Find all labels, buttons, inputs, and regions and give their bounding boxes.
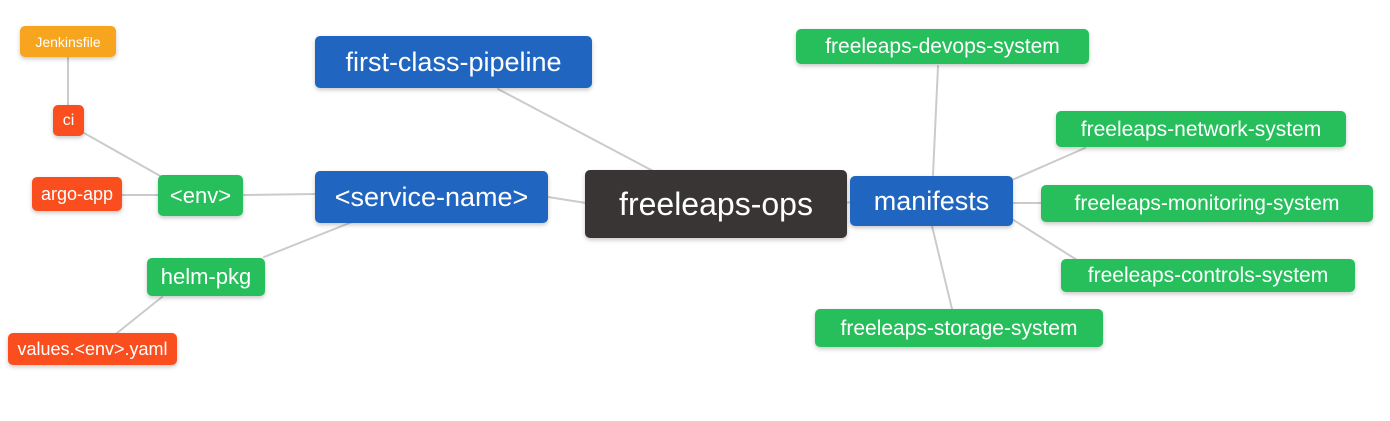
- node-manifests[interactable]: manifests: [850, 176, 1013, 226]
- node-freeleaps-ops[interactable]: freeleaps-ops: [585, 170, 847, 238]
- edge-manifests-to-freeleaps-network-system: [1011, 147, 1086, 181]
- node-env[interactable]: <env>: [158, 175, 243, 216]
- node-freeleaps-storage-system[interactable]: freeleaps-storage-system: [815, 309, 1103, 347]
- node-service-name[interactable]: <service-name>: [315, 171, 548, 223]
- edge-manifests-to-freeleaps-devops-system: [932, 65, 939, 176]
- node-ci[interactable]: ci: [53, 105, 84, 136]
- edge-env-to-service-name: [242, 193, 316, 196]
- node-argo-app[interactable]: argo-app: [32, 177, 122, 211]
- edge-service-name-to-freeleaps-ops: [547, 196, 587, 204]
- node-freeleaps-devops-system[interactable]: freeleaps-devops-system: [796, 29, 1089, 64]
- edge-values-env-yaml-to-helm-pkg: [116, 296, 163, 334]
- node-first-class-pipeline[interactable]: first-class-pipeline: [315, 36, 592, 88]
- node-jenkinsfile[interactable]: Jenkinsfile: [20, 26, 116, 57]
- edge-helm-pkg-to-service-name: [263, 221, 353, 258]
- node-freeleaps-network-system[interactable]: freeleaps-network-system: [1056, 111, 1346, 147]
- edge-ci-to-env: [83, 132, 163, 178]
- node-freeleaps-controls-system[interactable]: freeleaps-controls-system: [1061, 259, 1355, 292]
- node-values-env-yaml[interactable]: values.<env>.yaml: [8, 333, 177, 365]
- edge-manifests-to-freeleaps-controls-system: [1011, 218, 1078, 261]
- edge-manifests-to-freeleaps-storage-system: [931, 225, 953, 310]
- node-freeleaps-monitoring-system[interactable]: freeleaps-monitoring-system: [1041, 185, 1373, 222]
- edge-first-class-pipeline-to-freeleaps-ops: [497, 88, 654, 172]
- node-helm-pkg[interactable]: helm-pkg: [147, 258, 265, 296]
